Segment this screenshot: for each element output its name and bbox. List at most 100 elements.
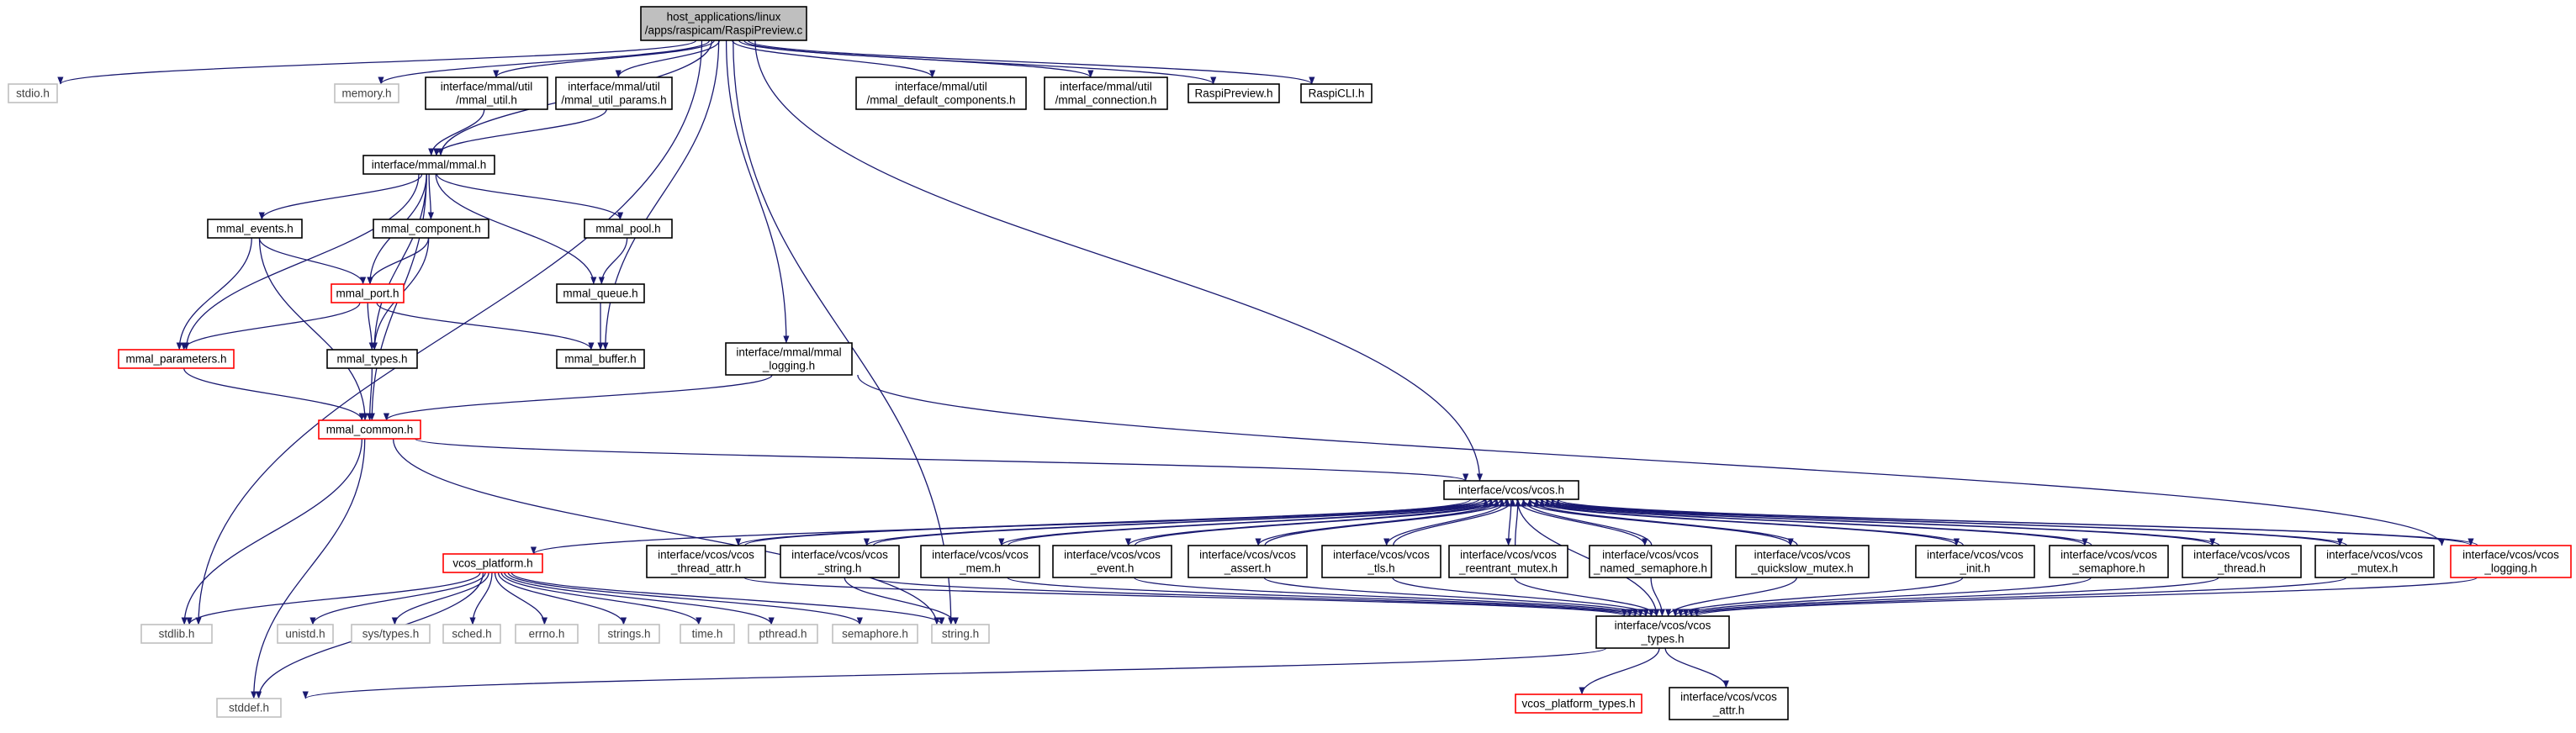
node-label-line: _mutex.h bbox=[2351, 562, 2399, 575]
node-vcos-mutex[interactable]: interface/vcos/vcos_mutex.h bbox=[2314, 545, 2435, 578]
node-vcos-logging[interactable]: interface/vcos/vcos_logging.h bbox=[2450, 545, 2572, 578]
node-vcos-h[interactable]: interface/vcos/vcos.h bbox=[1443, 480, 1579, 500]
node-box bbox=[331, 283, 405, 303]
node-mmal-events[interactable]: mmal_events.h bbox=[207, 219, 303, 239]
node-box bbox=[1187, 83, 1280, 103]
node-label-line: _types.h bbox=[1640, 633, 1684, 646]
node-vcos-types[interactable]: interface/vcos/vcos_types.h bbox=[1595, 615, 1730, 649]
node-label-line: interface/vcos/vcos bbox=[2193, 549, 2290, 562]
node-vcos-string[interactable]: interface/vcos/vcos_string.h bbox=[780, 545, 900, 578]
edge-vcos_platform-to-time_h bbox=[500, 572, 702, 625]
node-vcos-semaphore[interactable]: interface/vcos/vcos_semaphore.h bbox=[2049, 545, 2169, 578]
node-label-line: interface/vcos/vcos.h bbox=[1458, 484, 1564, 497]
edge-vcos_platform-to-strings bbox=[497, 572, 627, 625]
node-vcos-thread[interactable]: interface/vcos/vcos_thread.h bbox=[2182, 545, 2302, 578]
node-label-line: sched.h bbox=[452, 628, 491, 641]
edge-root-to-vcos_h bbox=[754, 40, 1484, 482]
edge-vcos_thread_attr-to-vcos_types bbox=[743, 577, 1627, 617]
node-vcos-tls[interactable]: interface/vcos/vcos_tls.h bbox=[1321, 545, 1441, 578]
edge-mmal_util_params-to-mmal_h bbox=[433, 108, 607, 156]
node-mmal-types[interactable]: mmal_types.h bbox=[326, 349, 418, 369]
edge-mmal_common-to-string_h bbox=[392, 438, 940, 625]
node-label-line: interface/vcos/vcos bbox=[1927, 549, 2023, 562]
node-label-line: _logging.h bbox=[762, 360, 815, 372]
node-mmal-logging[interactable]: interface/mmal/mmal_logging.h bbox=[725, 342, 853, 376]
node-label-line: interface/vcos/vcos bbox=[2326, 549, 2423, 562]
node-vcos-init[interactable]: interface/vcos/vcos_init.h bbox=[1915, 545, 2035, 578]
node-label-line: unistd.h bbox=[285, 628, 325, 641]
node-vcos-platform[interactable]: vcos_platform.h bbox=[442, 553, 543, 573]
node-mmal-port[interactable]: mmal_port.h bbox=[331, 283, 405, 303]
edge-vcos_thread-to-vcos_types bbox=[1683, 577, 2219, 617]
node-mmal-pool[interactable]: mmal_pool.h bbox=[584, 219, 673, 239]
edge-mmal_port-to-mmal_parameters bbox=[181, 302, 361, 351]
node-label-line: _event.h bbox=[1090, 562, 1135, 575]
edge-vcos_quickslow_mutex-to-vcos_h bbox=[1526, 498, 1798, 546]
node-raspicli-h[interactable]: RaspiCLI.h bbox=[1300, 83, 1373, 103]
edge-vcos_types-to-stddef bbox=[303, 647, 1607, 699]
node-box bbox=[584, 219, 673, 239]
node-box bbox=[1735, 545, 1870, 578]
node-vcos-mem[interactable]: interface/vcos/vcos_mem.h bbox=[920, 545, 1040, 578]
node-mmal-default-components[interactable]: interface/mmal/util/mmal_default_compone… bbox=[855, 76, 1027, 110]
node-label-line: interface/vcos/vcos bbox=[1615, 620, 1711, 632]
node-box bbox=[8, 83, 58, 103]
node-label-line: _logging.h bbox=[2483, 562, 2536, 575]
node-mmal-connection[interactable]: interface/mmal/util/mmal_connection.h bbox=[1044, 76, 1168, 110]
edge-vcos_named_semaphore-to-vcos_types bbox=[1650, 577, 1666, 617]
node-label-line: mmal_types.h bbox=[336, 353, 407, 366]
edge-root-to-mmal_util_params bbox=[615, 40, 720, 78]
node-box bbox=[326, 349, 418, 369]
node-box bbox=[556, 283, 645, 303]
node-mmal-parameters[interactable]: mmal_parameters.h bbox=[118, 349, 235, 369]
edge-vcos_platform-to-stdlib bbox=[186, 572, 481, 625]
node-raspipreview-h[interactable]: RaspiPreview.h bbox=[1187, 83, 1280, 103]
node-label-line: stdio.h bbox=[16, 87, 50, 100]
edge-vcos_platform-to-semaphore bbox=[507, 572, 863, 625]
node-label-line: mmal_events.h bbox=[216, 223, 294, 235]
node-stddef: stddef.h bbox=[216, 698, 282, 718]
node-label-line: mmal_buffer.h bbox=[564, 353, 636, 366]
node-box bbox=[1915, 545, 2035, 578]
node-label-line: memory.h bbox=[341, 87, 391, 100]
node-vcos-attr[interactable]: interface/vcos/vcos_attr.h bbox=[1669, 687, 1789, 720]
node-vcos-event[interactable]: interface/vcos/vcos_event.h bbox=[1052, 545, 1172, 578]
node-mmal-queue[interactable]: mmal_queue.h bbox=[556, 283, 645, 303]
edge-root-to-mmal_default_components bbox=[732, 40, 936, 78]
node-mmal-h[interactable]: interface/mmal/mmal.h bbox=[362, 155, 495, 175]
edge-vcos_init-to-vcos_h bbox=[1533, 498, 1965, 546]
node-label-line: semaphore.h bbox=[842, 628, 908, 641]
edge-mmal_h-to-mmal_events bbox=[258, 173, 423, 220]
node-errno: errno.h bbox=[515, 624, 579, 644]
node-box bbox=[2182, 545, 2302, 578]
node-sched: sched.h bbox=[442, 624, 501, 644]
node-label-line: errno.h bbox=[529, 628, 565, 641]
edge-vcos_assert-to-vcos_h bbox=[1264, 498, 1510, 546]
node-label-line: interface/vcos/vcos bbox=[1460, 549, 1557, 562]
node-mmal-common[interactable]: mmal_common.h bbox=[318, 419, 421, 440]
node-box bbox=[598, 624, 660, 644]
node-vcos-assert[interactable]: interface/vcos/vcos_assert.h bbox=[1187, 545, 1308, 578]
node-vcos-quickslow-mutex[interactable]: interface/vcos/vcos_quickslow_mutex.h bbox=[1735, 545, 1870, 578]
node-mmal-buffer[interactable]: mmal_buffer.h bbox=[556, 349, 645, 369]
node-box bbox=[442, 553, 543, 573]
node-mmal-component[interactable]: mmal_component.h bbox=[373, 219, 489, 239]
node-vcos-platform-types[interactable]: vcos_platform_types.h bbox=[1515, 693, 1642, 714]
node-mmal-util[interactable]: interface/mmal/util/mmal_util.h bbox=[425, 76, 548, 110]
edge-vcos_platform-to-pthread bbox=[504, 572, 775, 625]
edge-mmal_types-to-mmal_common bbox=[367, 367, 373, 421]
edge-vcos_platform-to-errno bbox=[494, 572, 548, 625]
edge-vcos_event-to-vcos_h bbox=[1134, 498, 1505, 546]
edge-vcos_platform-to-sched bbox=[469, 572, 493, 625]
node-vcos-thread-attr[interactable]: interface/vcos/vcos_thread_attr.h bbox=[646, 545, 766, 578]
node-label-line: _reentrant_mutex.h bbox=[1458, 562, 1558, 575]
edge-mmal_pool-to-mmal_queue bbox=[598, 237, 628, 285]
node-box bbox=[362, 155, 495, 175]
node-vcos-reentrant-mutex[interactable]: interface/vcos/vcos_reentrant_mutex.h bbox=[1448, 545, 1568, 578]
node-box bbox=[855, 76, 1027, 110]
node-box bbox=[373, 219, 489, 239]
node-label-line: interface/vcos/vcos bbox=[1333, 549, 1430, 562]
node-vcos-named-semaphore[interactable]: interface/vcos/vcos_named_semaphore.h bbox=[1589, 545, 1712, 578]
edge-root-to-memory bbox=[378, 40, 711, 85]
node-mmal-util-params[interactable]: interface/mmal/util/mmal_util_params.h bbox=[555, 76, 673, 110]
